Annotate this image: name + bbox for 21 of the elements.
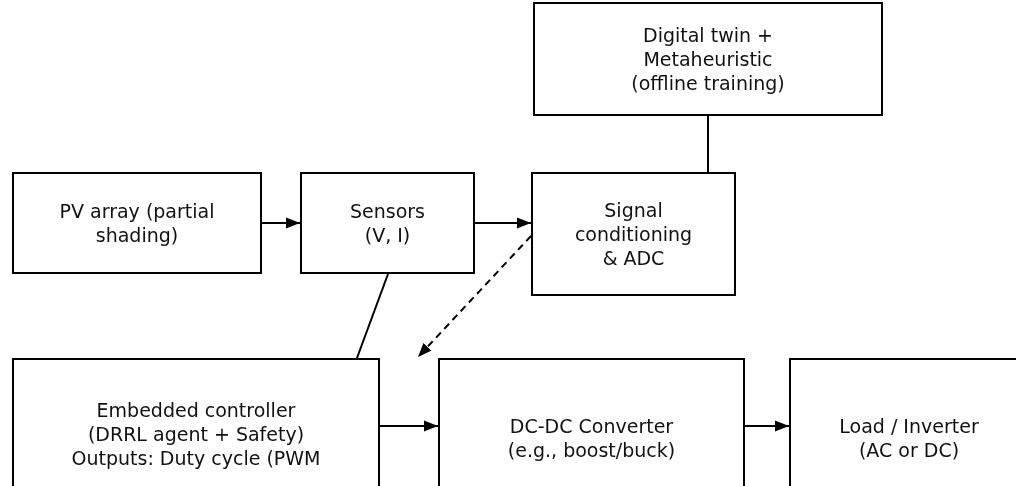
box-label: Sensors (V, I): [349, 199, 426, 247]
process-box: [438, 358, 745, 486]
process-box: [12, 172, 262, 274]
box-label: Signal conditioning & ADC: [573, 198, 694, 270]
box-label: Load / Inverter (AC or DC): [838, 414, 980, 462]
connector-line: [707, 115, 709, 173]
box-label: DC-DC Converter (e.g., boost/buck): [506, 414, 677, 462]
process-box: [12, 358, 380, 486]
arrow: [474, 217, 532, 229]
box-label: Digital twin + Metaheuristic (offline training): [630, 23, 786, 95]
arrow: [744, 420, 790, 432]
process-box: [533, 2, 883, 116]
box-label: Embedded controller (DRRL agent + Safety) Outputs: Duty cycle (PWM: [70, 398, 322, 470]
arrow: [261, 217, 301, 229]
process-box: [789, 358, 1016, 486]
process-box: [300, 172, 475, 274]
box-label: PV array (partial shading): [58, 199, 216, 247]
connector-line: [356, 273, 389, 359]
arrow: [417, 235, 532, 358]
arrow: [379, 420, 439, 432]
process-box: [531, 172, 736, 296]
